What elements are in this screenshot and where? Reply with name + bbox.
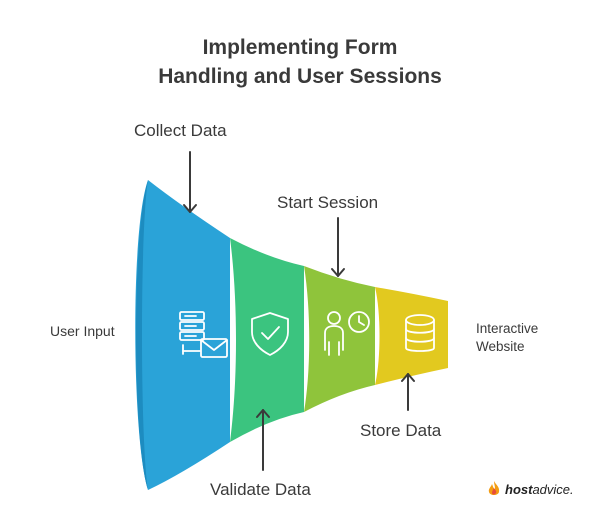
diagram-title-line-2: Handling and User Sessions xyxy=(158,65,442,88)
funnel-stage-validate xyxy=(230,238,304,442)
output-label-line-2: Website xyxy=(476,339,525,354)
diagram-title-line-1: Implementing Form xyxy=(202,36,398,59)
user-clock-icon xyxy=(324,311,370,356)
brand-logo: hostadvice. xyxy=(486,478,574,500)
arrow-collect-data xyxy=(183,151,197,213)
funnel-mouth xyxy=(136,180,148,490)
input-label: User Input xyxy=(50,323,115,339)
funnel-stage-store xyxy=(375,287,448,385)
arrow-validate-data xyxy=(256,409,270,471)
output-label-line-1: Interactive xyxy=(476,321,539,336)
brand-name: hostadvice. xyxy=(505,481,574,497)
database-icon xyxy=(405,314,435,352)
funnel-stage-session xyxy=(304,266,375,412)
stage-label-validate: Validate Data xyxy=(210,480,311,499)
server-mail-icon xyxy=(179,311,228,358)
arrow-start-session xyxy=(331,217,345,277)
stage-label-session: Start Session xyxy=(277,193,379,212)
brand-flame-icon xyxy=(488,481,500,495)
stage-label-collect: Collect Data xyxy=(134,121,227,140)
arrow-store-data xyxy=(401,373,415,411)
shield-check-icon xyxy=(251,312,289,356)
stage-label-store: Store Data xyxy=(360,421,442,440)
funnel-stage-collect xyxy=(135,180,230,490)
